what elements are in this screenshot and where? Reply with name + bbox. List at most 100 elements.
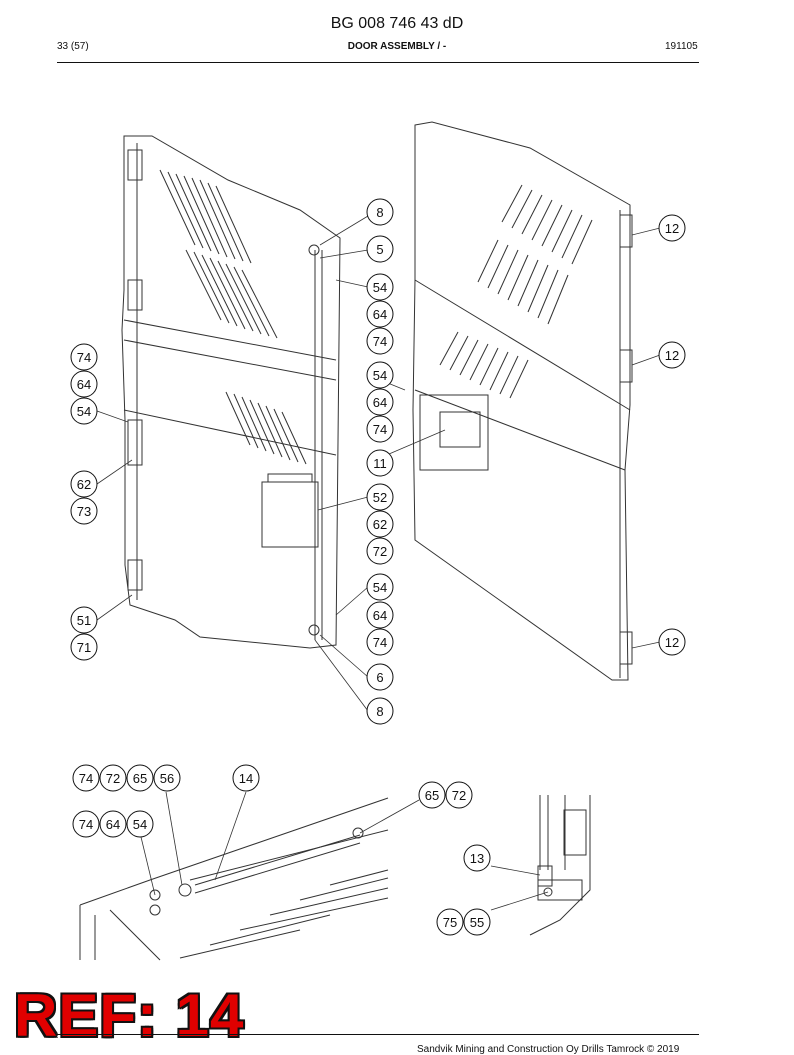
callout-label: 62 (77, 477, 91, 492)
callout-bubble: 72 (99, 764, 127, 792)
callout-bubble: 5 (366, 235, 394, 263)
callout-bubble: 64 (366, 300, 394, 328)
callout-bubble: 8 (366, 697, 394, 725)
callout-label: 71 (77, 640, 91, 655)
callout-label: 12 (665, 348, 679, 363)
callout-label: 54 (373, 368, 387, 383)
callout-bubble: 65 (126, 764, 154, 792)
callout-label: 72 (373, 544, 387, 559)
callout-bubble: 74 (366, 628, 394, 656)
callout-label: 74 (79, 771, 93, 786)
callout-bubble: 74 (72, 810, 100, 838)
callout-bubble: 72 (366, 537, 394, 565)
callout-label: 51 (77, 613, 91, 628)
section-title: DOOR ASSEMBLY / - (347, 41, 447, 52)
leader-lines (96, 215, 661, 911)
callout-bubble: 71 (70, 633, 98, 661)
callout-label: 64 (77, 377, 91, 392)
callout-bubble: 6 (366, 663, 394, 691)
callout-bubble: 72 (445, 781, 473, 809)
callout-label: 8 (376, 704, 383, 719)
callout-bubble: 74 (70, 343, 98, 371)
footer-rule (57, 1034, 699, 1035)
callout-label: 13 (470, 851, 484, 866)
header-rule (57, 62, 699, 63)
callout-label: 14 (239, 771, 253, 786)
callout-label: 74 (373, 422, 387, 437)
document-code: BG 008 746 43 dD (330, 15, 464, 32)
detail-strut-louvres (179, 869, 389, 959)
callout-label: 54 (77, 404, 91, 419)
callout-label: 72 (106, 771, 120, 786)
callout-label: 64 (106, 817, 120, 832)
callout-bubble: 8 (366, 198, 394, 226)
page-number: 33 (57) (57, 41, 89, 52)
callout-label: 8 (376, 205, 383, 220)
callout-bubble: 54 (70, 397, 98, 425)
callout-label: 72 (452, 788, 466, 803)
callout-bubble: 14 (232, 764, 260, 792)
callouts-detail: 74 72 65 56 14 74 64 54 65 72 13 75 55 (72, 764, 491, 936)
callout-label: 12 (665, 221, 679, 236)
callout-bubble: 62 (366, 510, 394, 538)
callout-bubble: 54 (366, 573, 394, 601)
callout-bubble: 75 (436, 908, 464, 936)
right-door-lock (419, 394, 489, 471)
callout-bubble: 54 (366, 273, 394, 301)
callout-bubble: 74 (72, 764, 100, 792)
callout-bubble: 13 (463, 844, 491, 872)
document-date: 191105 (665, 41, 698, 52)
callout-label: 54 (373, 580, 387, 595)
callout-bubble: 64 (366, 388, 394, 416)
left-door-outline (121, 135, 341, 649)
callout-label: 64 (373, 307, 387, 322)
callout-bubble: 54 (126, 810, 154, 838)
ref-stamp: REF: 14 (14, 982, 245, 1049)
callout-label: 65 (425, 788, 439, 803)
callouts-main: 8 5 54 64 74 54 64 74 11 52 62 72 54 64 … (70, 198, 686, 725)
detail-hinge-frame (529, 795, 591, 936)
callout-label: 64 (373, 395, 387, 410)
callout-label: 73 (77, 504, 91, 519)
callout-bubble: 64 (70, 370, 98, 398)
callout-bubble: 73 (70, 497, 98, 525)
callout-label: 74 (77, 350, 91, 365)
callout-label: 74 (373, 334, 387, 349)
callout-bubble: 64 (99, 810, 127, 838)
callout-label: 52 (373, 490, 387, 505)
callout-label: 11 (373, 456, 387, 471)
callout-bubble: 64 (366, 601, 394, 629)
callout-bubble: 56 (153, 764, 181, 792)
right-door-outline (412, 121, 631, 681)
callout-bubble: 74 (366, 327, 394, 355)
callout-label: 74 (373, 635, 387, 650)
callout-bubble: 12 (658, 628, 686, 656)
callout-label: 75 (443, 915, 457, 930)
left-door-louvres (159, 169, 307, 465)
callout-label: 54 (133, 817, 147, 832)
callout-bubble: 54 (366, 361, 394, 389)
callout-label: 55 (470, 915, 484, 930)
callout-label: 74 (79, 817, 93, 832)
callout-bubble: 12 (658, 341, 686, 369)
callout-bubble: 11 (366, 449, 394, 477)
detail-strut-frame (79, 797, 389, 961)
callout-bubble: 12 (658, 214, 686, 242)
callout-bubble: 51 (70, 606, 98, 634)
callout-label: 64 (373, 608, 387, 623)
callout-bubble: 55 (463, 908, 491, 936)
footer-copyright: Sandvik Mining and Construction Oy Drill… (417, 1044, 680, 1055)
callout-label: 54 (373, 280, 387, 295)
callout-label: 12 (665, 635, 679, 650)
right-door-louvres (439, 184, 593, 399)
callout-bubble: 74 (366, 415, 394, 443)
callout-label: 6 (376, 670, 383, 685)
callout-label: 65 (133, 771, 147, 786)
callout-label: 56 (160, 771, 174, 786)
callout-bubble: 65 (418, 781, 446, 809)
callout-label: 62 (373, 517, 387, 532)
lock-plate (261, 481, 319, 548)
callout-bubble: 62 (70, 470, 98, 498)
callout-bubble: 52 (366, 483, 394, 511)
